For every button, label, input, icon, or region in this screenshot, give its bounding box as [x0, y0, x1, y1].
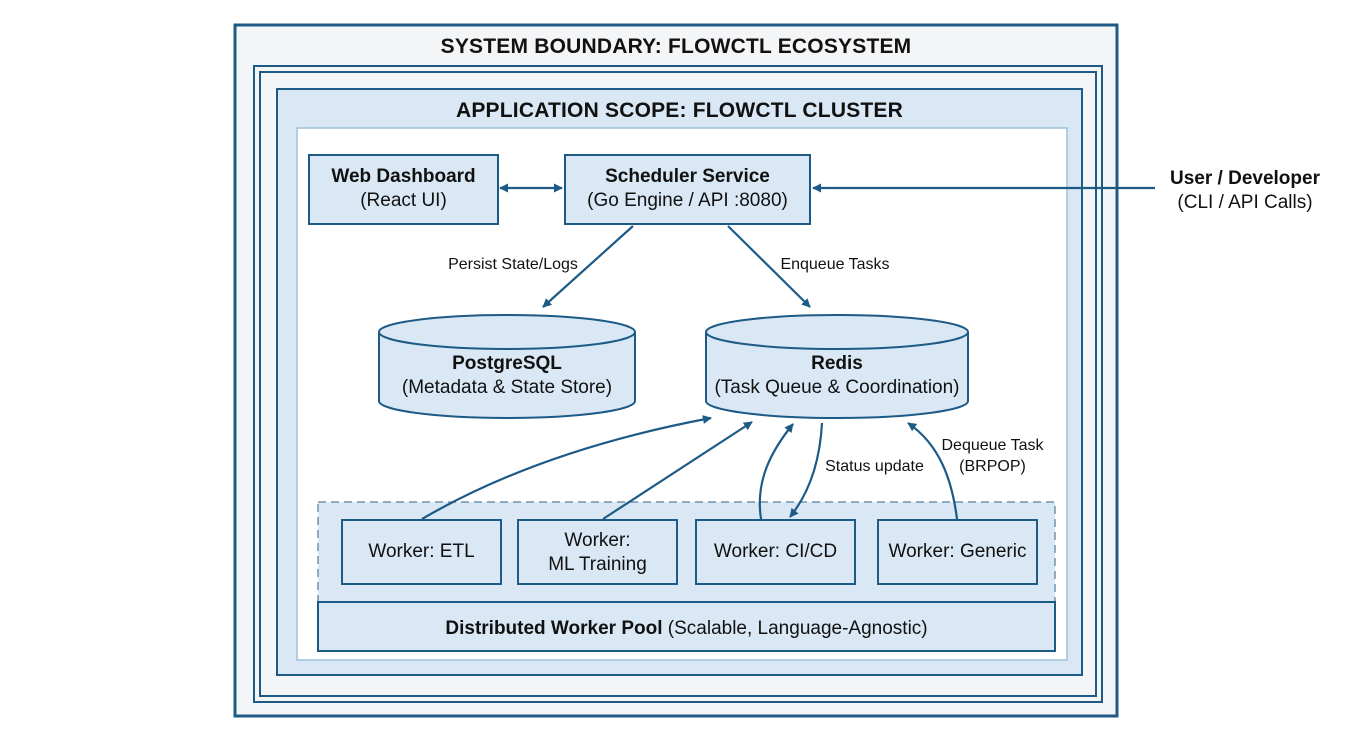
- redis-subtitle: (Task Queue & Coordination): [714, 377, 960, 398]
- worker-cicd-box[interactable]: [695, 519, 856, 585]
- worker-generic-box[interactable]: [877, 519, 1038, 585]
- application-scope-title: APPLICATION SCOPE: FLOWCTL CLUSTER: [455, 99, 903, 122]
- worker-pool-caption: Distributed Worker Pool (Scalable, Langu…: [318, 618, 1055, 641]
- web-dashboard-box[interactable]: [308, 154, 499, 225]
- ml-to-redis-arrow: [602, 421, 753, 520]
- web-dashboard-subtitle: (React UI): [360, 190, 447, 211]
- system-boundary-inner-frame: [253, 65, 1103, 703]
- redis-title: Redis: [811, 353, 863, 374]
- worker-pool-title: Distributed Worker Pool: [445, 618, 663, 639]
- redis-cylinder[interactable]: [705, 314, 969, 419]
- user-title: User / Developer: [1170, 168, 1320, 189]
- worker-ml-label-2: ML Training: [548, 554, 647, 575]
- scheduler-subtitle: (Go Engine / API :8080): [587, 190, 788, 211]
- worker-generic-label: Worker: Generic: [888, 541, 1027, 562]
- dequeue-label: Dequeue Task: [941, 437, 1044, 454]
- generic-to-redis-arrow: [907, 422, 959, 520]
- status-update-label: Status update: [825, 458, 924, 475]
- scheduler-service-box[interactable]: [564, 154, 811, 225]
- web-dashboard-title: Web Dashboard: [331, 166, 476, 187]
- worker-pool-subtitle: (Scalable, Language-Agnostic): [667, 618, 928, 639]
- worker-etl-label: Worker: ETL: [368, 541, 475, 562]
- postgresql-title: PostgreSQL: [452, 353, 562, 374]
- scheduler-title: Scheduler Service: [605, 166, 770, 187]
- worker-etl-box[interactable]: [341, 519, 502, 585]
- redis-to-cicd-arrow: [789, 422, 824, 518]
- cicd-to-redis-arrow: [758, 423, 794, 520]
- dequeue-brpop-label: (BRPOP): [959, 458, 1026, 475]
- worker-ml-label-1: Worker:: [564, 530, 631, 551]
- user-subtitle: (CLI / API Calls): [1177, 192, 1313, 213]
- worker-pool-footer-box: [317, 601, 1056, 652]
- worker-ml-box[interactable]: [517, 519, 678, 585]
- system-boundary-title: SYSTEM BOUNDARY: FLOWCTL ECOSYSTEM: [440, 35, 912, 58]
- persist-arrow: [542, 225, 634, 308]
- postgresql-cylinder[interactable]: [378, 314, 636, 419]
- etl-to-redis-arrow: [421, 415, 712, 520]
- postgresql-subtitle: (Metadata & State Store): [401, 377, 613, 398]
- persist-label: Persist State/Logs: [448, 256, 578, 273]
- enqueue-label: Enqueue Tasks: [780, 256, 890, 273]
- system-boundary-inner-frame-2: [259, 71, 1097, 697]
- worker-cicd-label: Worker: CI/CD: [713, 541, 838, 562]
- enqueue-arrow: [727, 225, 811, 308]
